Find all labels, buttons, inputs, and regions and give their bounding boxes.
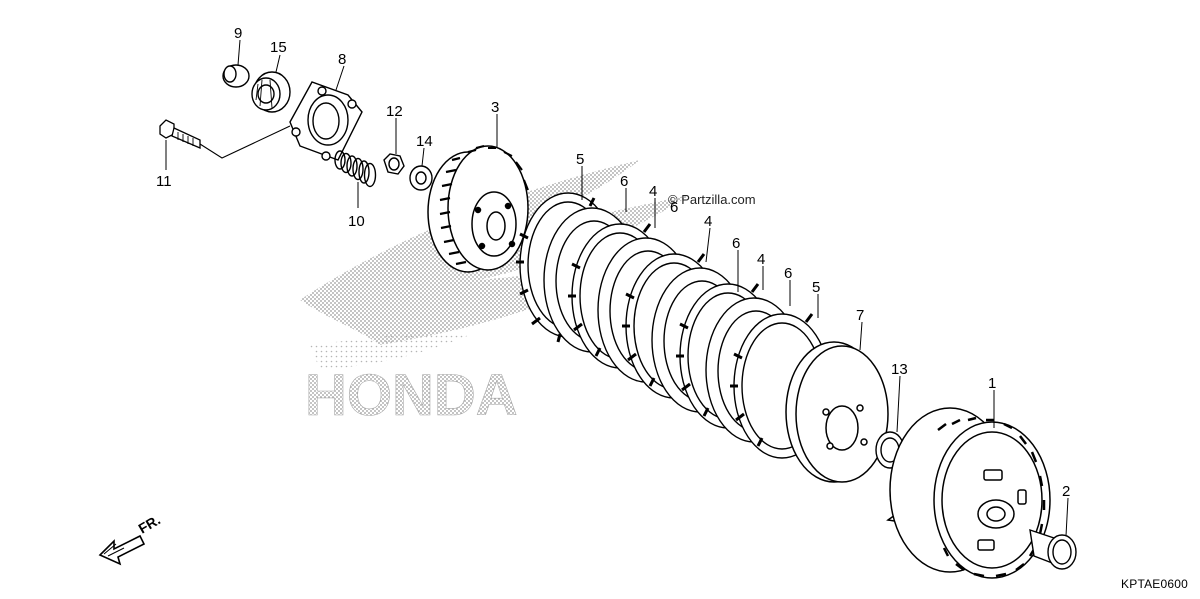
callout-4: 4 xyxy=(757,251,765,268)
callout-13: 13 xyxy=(891,361,908,378)
part-2-bush xyxy=(1029,528,1077,570)
callout-4: 4 xyxy=(649,183,657,200)
callout-9: 9 xyxy=(234,25,242,42)
callout-11: 11 xyxy=(156,173,172,190)
callout-6: 6 xyxy=(620,173,628,190)
callout-4: 4 xyxy=(704,213,712,230)
leader-lines xyxy=(165,39,1069,537)
part-11-bolt xyxy=(159,119,291,159)
callout-8: 8 xyxy=(338,51,346,68)
part-12-nut xyxy=(383,153,405,175)
callout-7: 7 xyxy=(856,307,864,324)
diagram-reference-code: KPTAE0600 xyxy=(1121,577,1188,591)
part-15-bearing xyxy=(251,71,291,113)
callout-6: 6 xyxy=(732,235,740,252)
front-direction-arrow: FR. xyxy=(98,511,164,566)
front-direction-label: FR. xyxy=(136,511,164,536)
callout-2: 2 xyxy=(1062,483,1070,500)
callout-1: 1 xyxy=(988,375,996,392)
callout-6: 6 xyxy=(670,199,678,216)
callout-10: 10 xyxy=(348,213,365,230)
watermark: © Partzilla.com xyxy=(668,192,756,207)
callout-3: 3 xyxy=(491,99,499,116)
callout-15: 15 xyxy=(270,39,287,56)
part-8-lifter-plate xyxy=(289,81,363,161)
part-3-clutch-center xyxy=(427,145,529,273)
part-10-spring xyxy=(334,150,377,188)
callout-5: 5 xyxy=(812,279,820,296)
part-1-clutch-outer xyxy=(886,407,1051,579)
part-9-cap xyxy=(222,64,250,88)
callout-14: 14 xyxy=(416,133,433,150)
callout-numbers: 9 15 8 11 12 14 10 3 5 6 4 6 4 6 4 6 5 7… xyxy=(156,25,1070,500)
honda-logo-text: HONDA xyxy=(305,363,518,428)
callout-5: 5 xyxy=(576,151,584,168)
callout-6: 6 xyxy=(784,265,792,282)
part-7-pressure-plate xyxy=(785,341,889,483)
clutch-disc-stack xyxy=(516,192,831,459)
callout-12: 12 xyxy=(386,103,403,120)
part-14-washer xyxy=(409,165,433,191)
